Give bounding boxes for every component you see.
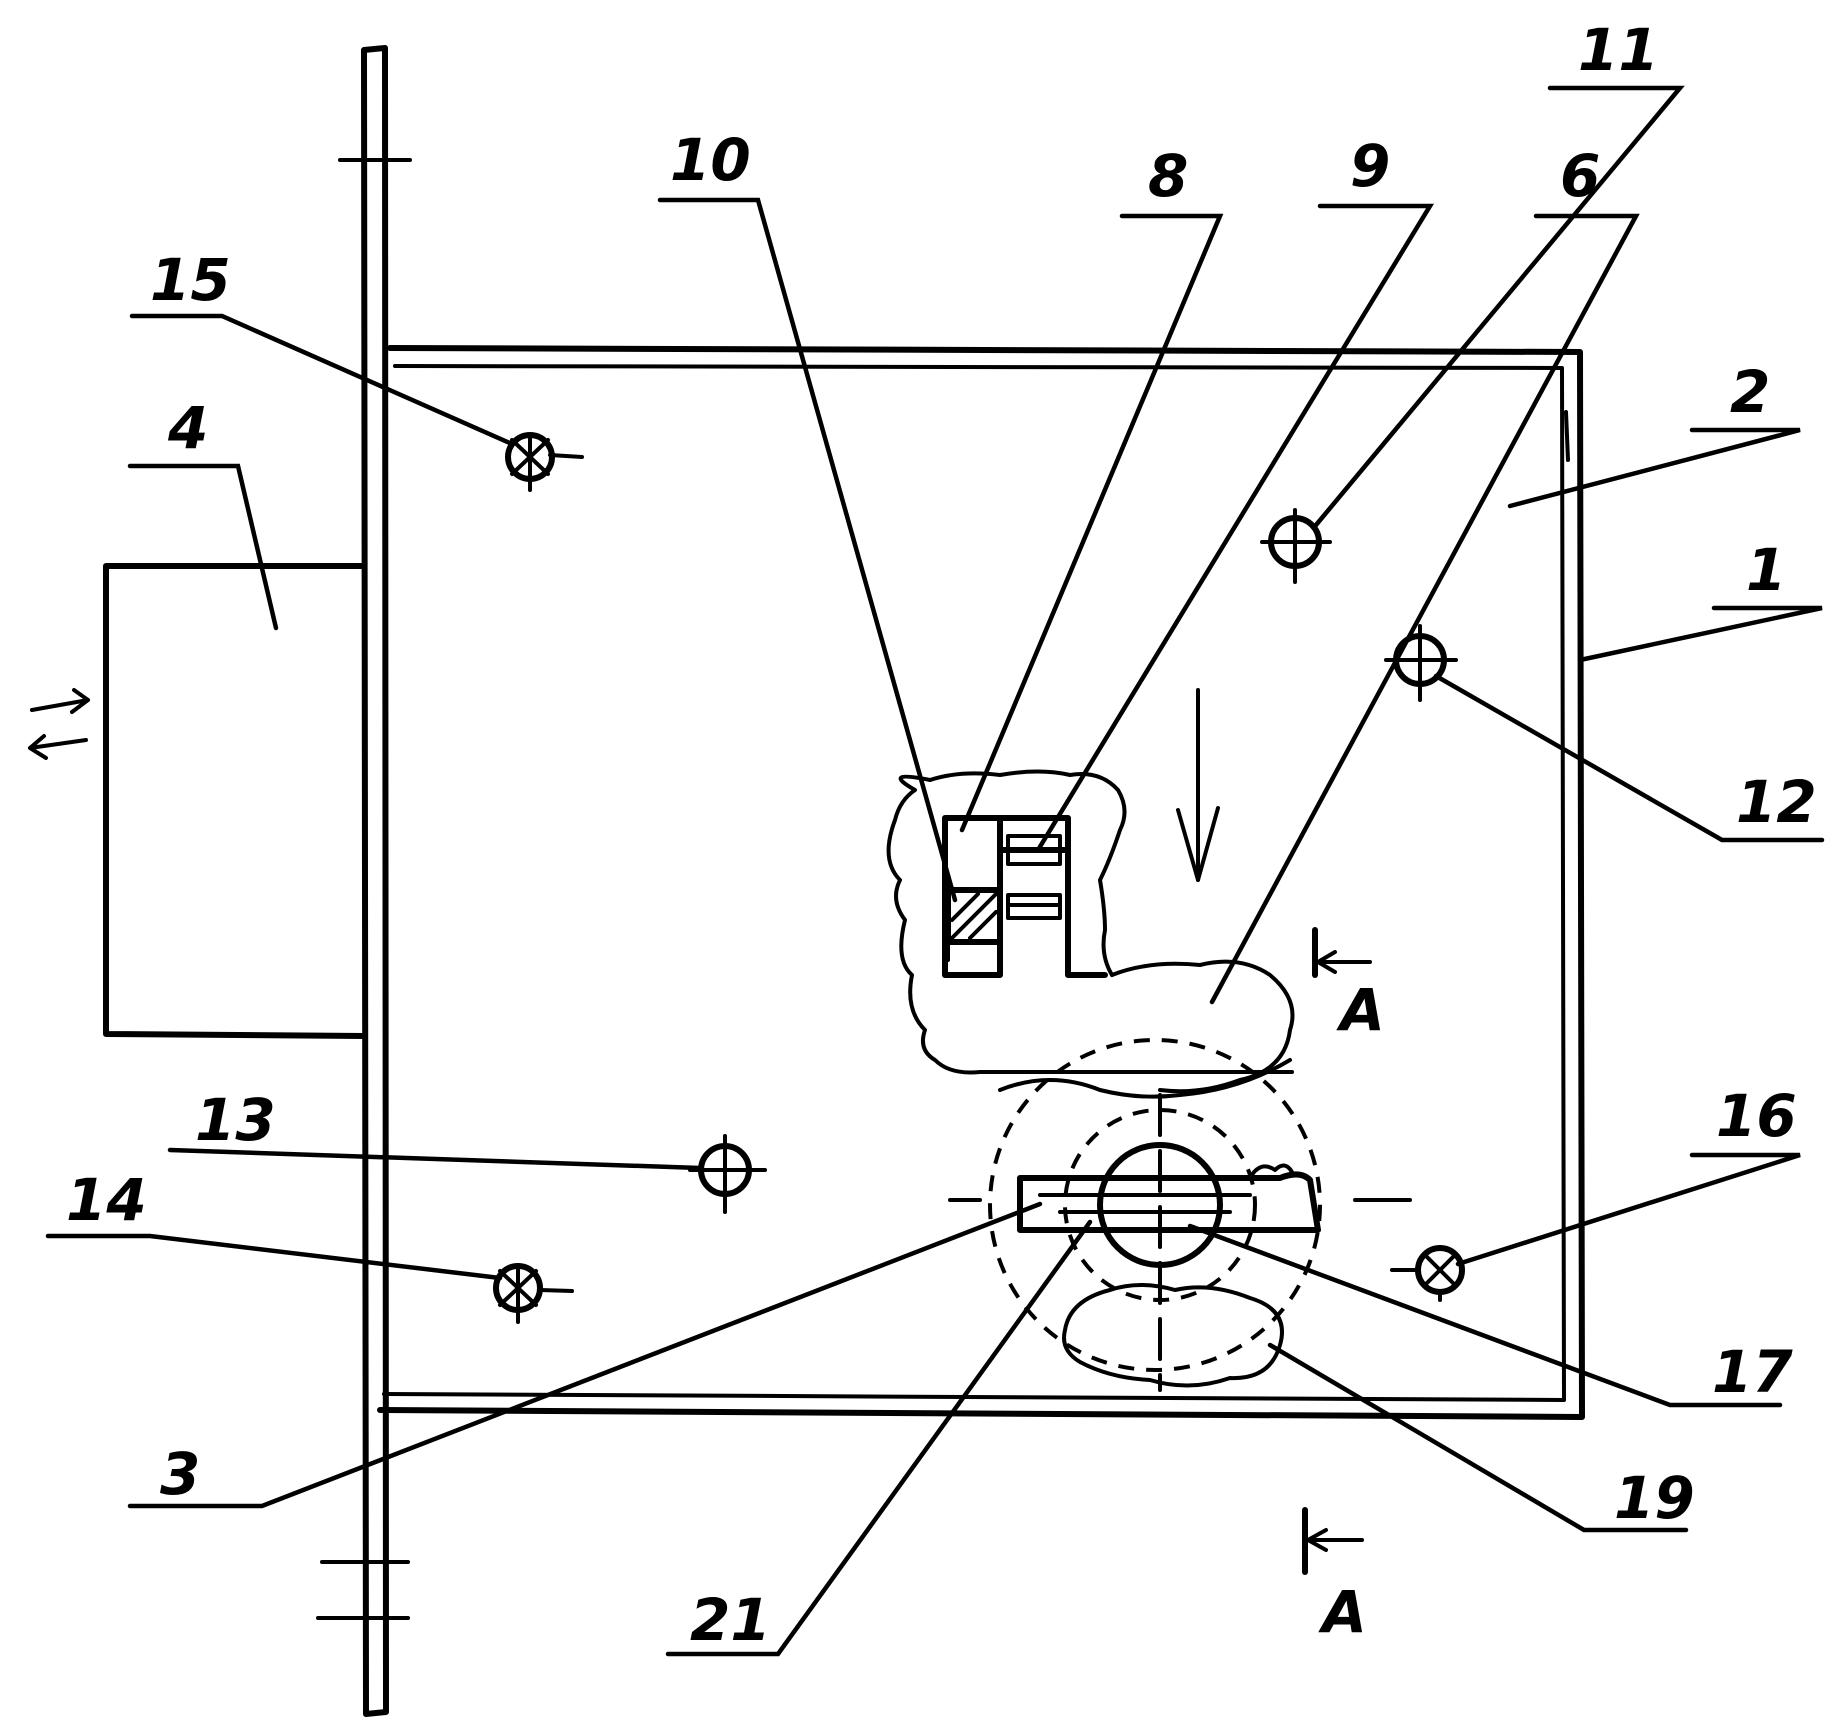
hole-13 xyxy=(688,1134,767,1214)
lock-case xyxy=(377,345,1585,1420)
bolt xyxy=(103,563,367,1039)
label-10: 10 xyxy=(670,126,751,194)
section-mark-bottom xyxy=(1302,1507,1364,1575)
screw-14 xyxy=(493,1263,574,1324)
face-plate xyxy=(316,45,412,1717)
cutaway-mechanism xyxy=(886,769,1295,1094)
label-16: 16 xyxy=(1716,1082,1797,1150)
label-17: 17 xyxy=(1712,1338,1793,1406)
label-2: 2 xyxy=(1730,358,1770,426)
label-3: 3 xyxy=(160,1440,200,1508)
cylinder xyxy=(948,1038,1412,1392)
labels: 15 4 10 8 9 11 6 2 1 12 13 14 16 17 19 2… xyxy=(66,16,1817,1654)
label-6: 6 xyxy=(1560,142,1600,210)
label-14: 14 xyxy=(66,1166,147,1234)
label-11: 11 xyxy=(1578,16,1659,84)
section-mark-top xyxy=(1312,927,1372,978)
label-13: 13 xyxy=(195,1086,276,1154)
hole-11 xyxy=(1260,508,1332,584)
label-12: 12 xyxy=(1736,768,1817,836)
down-arrow-icon xyxy=(1176,688,1220,882)
screw-16 xyxy=(1390,1245,1465,1302)
label-9: 9 xyxy=(1350,132,1390,200)
label-19: 19 xyxy=(1614,1464,1695,1532)
label-15: 15 xyxy=(150,246,231,314)
label-1: 1 xyxy=(1746,536,1786,604)
leader-lines xyxy=(45,85,1825,1657)
label-4: 4 xyxy=(167,394,208,462)
section-label-top: A xyxy=(1336,976,1385,1044)
section-label-bottom: A xyxy=(1318,1578,1367,1646)
double-arrow-icon xyxy=(28,688,90,760)
screw-15 xyxy=(505,432,584,492)
label-21: 21 xyxy=(690,1586,771,1654)
label-8: 8 xyxy=(1148,142,1188,210)
